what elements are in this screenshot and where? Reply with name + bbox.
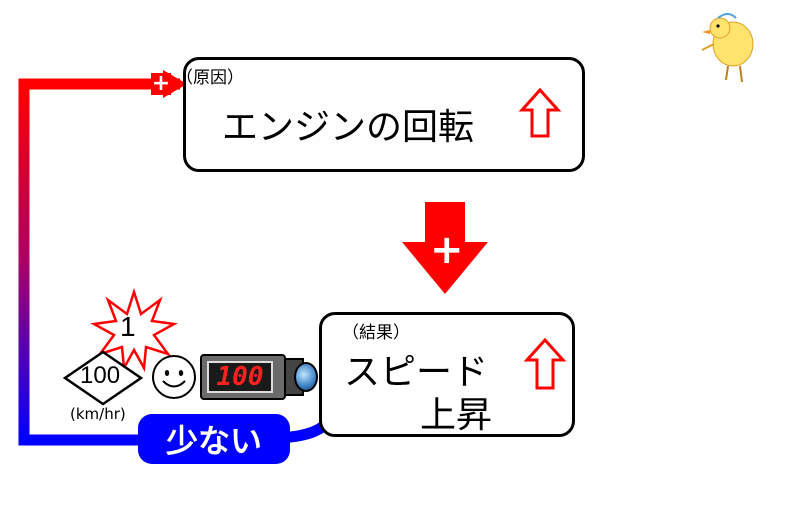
chick-icon <box>701 13 754 83</box>
speed-camera-digits: 100 <box>216 362 264 392</box>
up-arrow-icon <box>523 337 567 390</box>
cause-box <box>183 57 585 172</box>
starburst-icon <box>90 287 178 373</box>
effect-tag: （結果） <box>342 323 410 343</box>
feedback-label-pill: 少ない <box>138 414 290 464</box>
speed-camera-icon: 100 <box>200 354 320 400</box>
feedback-label: 少ない <box>165 422 262 460</box>
diamond-sign-icon <box>62 350 144 406</box>
speed-camera-display: 100 <box>207 361 273 393</box>
cause-text: エンジンの回転 <box>222 107 475 148</box>
speed-sign-value: 100 <box>80 362 121 389</box>
starburst-value: 1 <box>120 311 136 342</box>
speed-sign-unit: (km/hr) <box>70 405 126 423</box>
effect-box <box>319 312 575 437</box>
effect-line1: スピード <box>344 352 489 393</box>
feedback-plus-badge: + <box>151 73 171 95</box>
effect-line2: 上昇 <box>420 395 493 436</box>
link-plus-sign: + <box>430 227 464 273</box>
cause-tag: （原因） <box>176 68 244 88</box>
smiley-icon <box>152 355 196 399</box>
speed-camera-lens <box>294 362 318 392</box>
down-arrow-icon <box>402 202 488 294</box>
up-arrow-icon <box>518 87 562 138</box>
feedback-plus-sign: + <box>151 71 171 96</box>
